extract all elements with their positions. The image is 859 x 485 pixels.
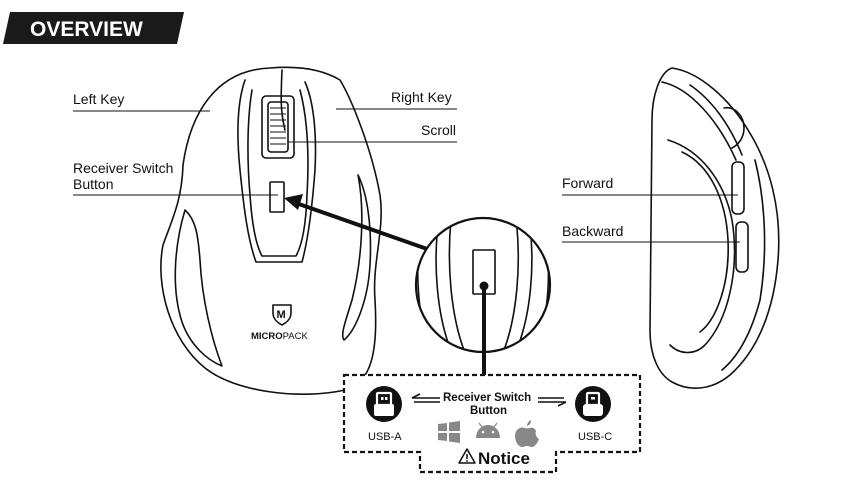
right-key-label: Right Key: [391, 89, 452, 105]
page-title: OVERVIEW: [30, 18, 143, 41]
zoom-circle: [414, 216, 552, 375]
receiver-switch-label-line2: Button: [73, 176, 113, 192]
notice-switch-line2: Button: [470, 405, 507, 417]
receiver-switch-button: [269, 181, 285, 213]
brand-name: MICROPACK: [251, 331, 309, 342]
forward-label: Forward: [562, 175, 613, 191]
mouse-top-view: M MICROPACK: [160, 66, 382, 395]
logo-letter: M: [277, 309, 286, 321]
mouse-side-view: [649, 67, 780, 389]
usb-a-icon: [366, 386, 402, 422]
left-key-label: Left Key: [73, 91, 124, 107]
apple-icon: [515, 420, 539, 447]
usb-c-label: USB-C: [578, 431, 612, 443]
notice-switch-line1: Receiver Switch: [443, 392, 531, 404]
windows-icon: [438, 421, 460, 443]
switch-arrows: [411, 393, 567, 407]
notice-box: USB-A USB-C Receiver Switch Button: [342, 373, 642, 474]
android-icon: [476, 422, 500, 438]
zoom-arrow: [284, 194, 431, 252]
label-forward: Forward: [562, 175, 738, 196]
warning-icon: [458, 448, 476, 464]
backward-button: [735, 221, 749, 273]
overview-banner: OVERVIEW: [3, 12, 184, 44]
label-receiver-switch: Receiver Switch Button: [73, 160, 278, 196]
scroll-label: Scroll: [421, 122, 456, 138]
label-backward: Backward: [562, 223, 740, 243]
label-left-key: Left Key: [73, 91, 210, 112]
notice-label: Notice: [478, 449, 530, 468]
usb-c-icon: [575, 386, 611, 422]
label-right-key: Right Key: [336, 89, 457, 110]
forward-button: [731, 161, 745, 215]
micropack-logo: M MICROPACK: [251, 304, 309, 342]
usb-a-label: USB-A: [368, 431, 402, 443]
label-scroll: Scroll: [288, 122, 457, 143]
receiver-switch-label-line1: Receiver Switch: [73, 160, 173, 176]
backward-label: Backward: [562, 223, 623, 239]
